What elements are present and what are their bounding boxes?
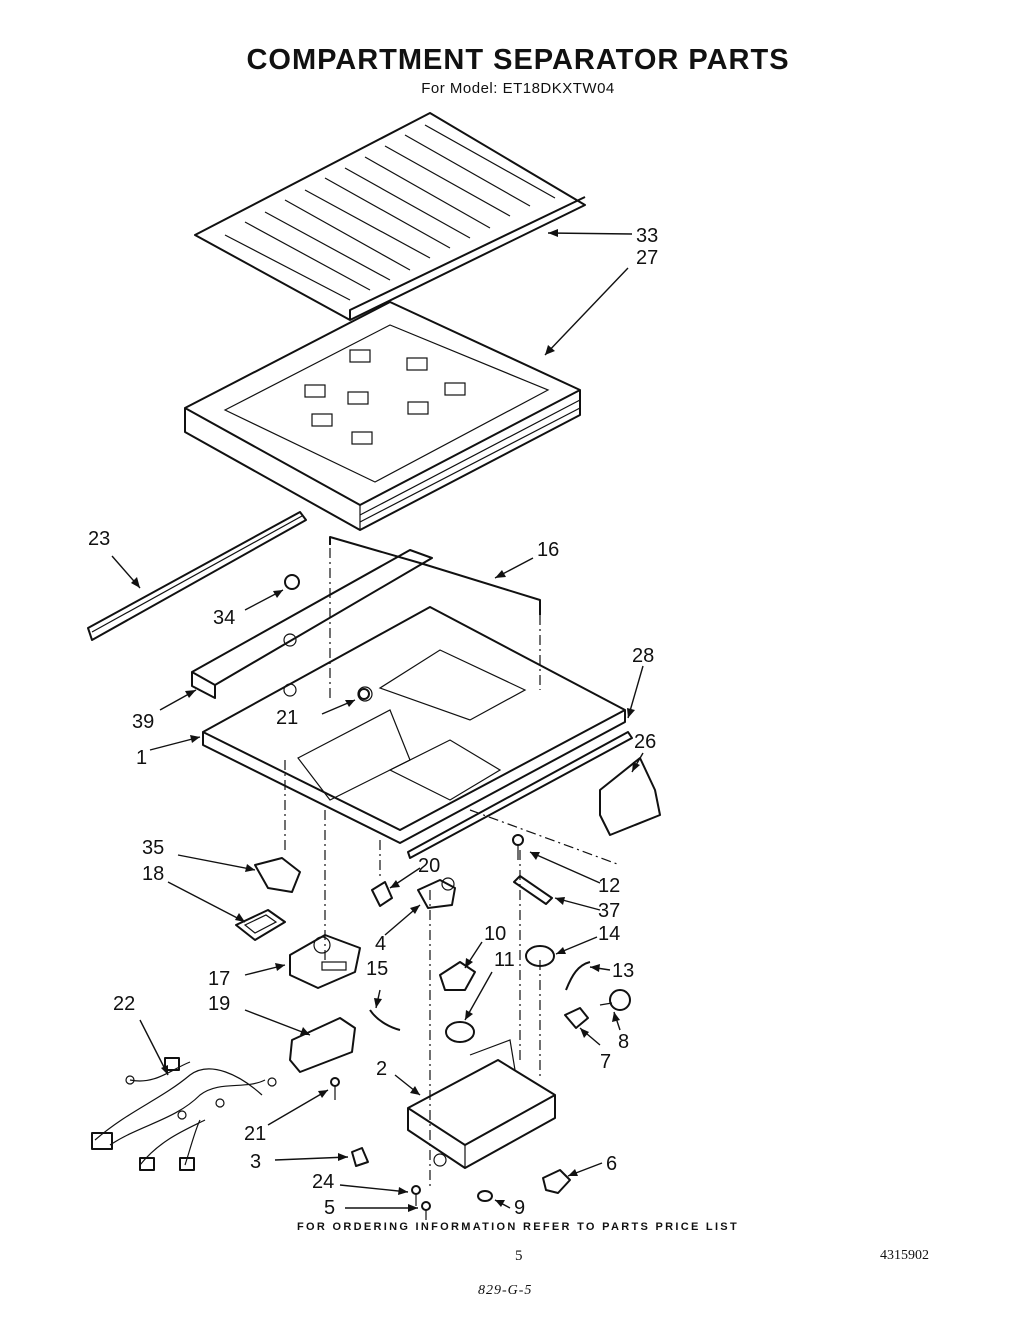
callout-18: 18: [142, 863, 164, 885]
model-subtitle: For Model: ET18DKXTW04: [421, 80, 615, 97]
part-33-shelf-grille: [194, 112, 586, 321]
part-6-lamp-socket: [542, 1169, 571, 1194]
callout-23: 23: [88, 528, 110, 550]
callout-1: 1: [136, 747, 147, 769]
part-1-separator-panel: [202, 606, 626, 844]
part-16-heater-wire: [329, 536, 541, 615]
part-13-tube: [565, 961, 591, 991]
part-11-disc: [445, 1021, 475, 1043]
callout-5: 5: [324, 1197, 335, 1219]
part-14-knob: [525, 945, 555, 967]
callout-21-upper: 21: [276, 707, 298, 729]
part-28-strip: [407, 731, 633, 859]
callout-16: 16: [537, 539, 559, 561]
part-19-bracket: [289, 1017, 356, 1073]
callout-22: 22: [113, 993, 135, 1015]
part-10-switch: [439, 961, 476, 991]
callout-28: 28: [632, 645, 654, 667]
leader-lines: [111, 229, 644, 1212]
part-34-grommet: [283, 574, 300, 697]
callout-37: 37: [598, 900, 620, 922]
callout-10: 10: [484, 923, 506, 945]
callout-8: 8: [618, 1031, 629, 1053]
callout-24: 24: [312, 1171, 334, 1193]
part-2-control-bracket: [407, 1039, 556, 1169]
part-17-control-housing: [289, 934, 361, 989]
part-7-socket: [564, 1007, 589, 1029]
callout-3: 3: [250, 1151, 261, 1173]
part-24-screw: [411, 1185, 421, 1206]
part-5-screw: [421, 1201, 431, 1220]
callout-13: 13: [612, 960, 634, 982]
part-21-screw-upper: [358, 688, 370, 700]
alignment-lines: [284, 548, 621, 1190]
callout-20: 20: [418, 855, 440, 877]
callout-4: 4: [375, 933, 386, 955]
page-number: 5: [515, 1248, 523, 1264]
part-23-trim-strip: [87, 511, 307, 641]
part-9-washer: [477, 1190, 493, 1202]
callout-6: 6: [606, 1153, 617, 1175]
part-12-screw: [512, 834, 524, 860]
callout-11: 11: [494, 949, 515, 971]
part-18-bezel: [235, 909, 286, 941]
part-27-cover-frame: [184, 301, 581, 531]
part-37-plate: [513, 875, 553, 905]
callout-9: 9: [514, 1197, 525, 1219]
callout-26: 26: [634, 731, 656, 753]
callout-7: 7: [600, 1051, 611, 1073]
callout-12: 12: [598, 875, 620, 897]
callout-2: 2: [376, 1058, 387, 1080]
part-15-tube: [369, 1009, 401, 1031]
part-26-cover: [599, 757, 661, 836]
callout-21-lower: 21: [244, 1123, 266, 1145]
part-22-wire-harness: [91, 1057, 277, 1171]
callout-labels: 33 27 23 16 34 28 39 26 1 21 35 20 12 18…: [88, 225, 658, 1219]
callout-15: 15: [366, 958, 388, 980]
callout-27: 27: [636, 247, 658, 269]
part-35-damper-knob: [254, 857, 301, 893]
callout-33: 33: [636, 225, 658, 247]
part-4-damper: [417, 877, 456, 909]
part-8-bulb: [599, 989, 631, 1011]
part-3-clip: [351, 1147, 369, 1167]
callout-35: 35: [142, 837, 164, 859]
part-21-screw-lower: [330, 1077, 340, 1100]
callout-19: 19: [208, 993, 230, 1015]
document-number: 4315902: [880, 1248, 929, 1263]
callout-17: 17: [208, 968, 230, 990]
ordering-info-note: FOR ORDERING INFORMATION REFER TO PARTS …: [297, 1221, 739, 1233]
handwritten-note: 829-G-5: [478, 1283, 533, 1298]
page-title: COMPARTMENT SEPARATOR PARTS: [246, 44, 790, 76]
callout-34: 34: [213, 607, 235, 629]
callout-14: 14: [598, 923, 620, 945]
callout-39: 39: [132, 711, 154, 733]
part-39-channel: [191, 549, 433, 699]
part-20-clip: [371, 881, 393, 907]
